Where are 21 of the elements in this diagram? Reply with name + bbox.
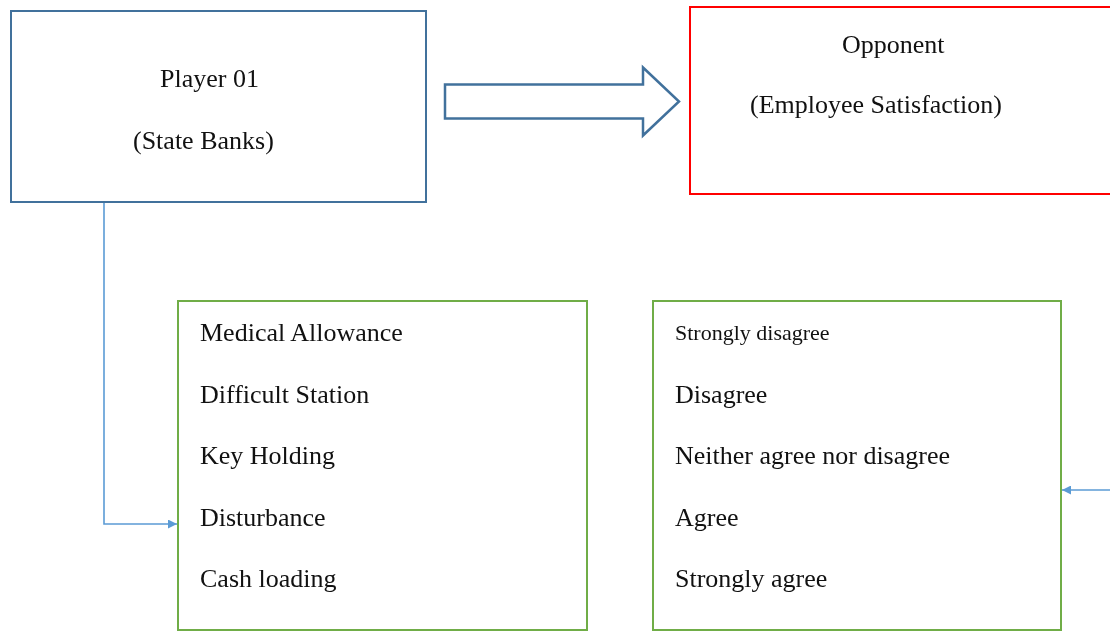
list-item: Agree [675,503,739,533]
block-arrow [443,64,681,139]
allowance-list-box [177,300,588,631]
rating-scale-box [652,300,1062,631]
list-item: Strongly disagree [675,319,830,347]
list-item: Cash loading [200,564,337,594]
player-box [10,10,427,203]
box-subtitle: Opponent [842,30,945,60]
list-item: Medical Allowance [200,318,403,348]
list-item: Disagree [675,380,768,410]
list-item: Neither agree nor disagree [675,441,951,471]
list-item: Disturbance [200,503,326,533]
box-subtitle: (State Banks) [133,126,274,156]
list-item: Strongly agree [675,564,828,594]
arrow [103,202,178,529]
list-item: Difficult Station [200,380,370,410]
box-subtitle: Player 01 [160,64,259,94]
arrow [1061,485,1110,495]
box-subtitle: (Employee Satisfaction) [750,90,1002,120]
opponent-box [689,6,1110,195]
list-item: Key Holding [200,441,336,471]
